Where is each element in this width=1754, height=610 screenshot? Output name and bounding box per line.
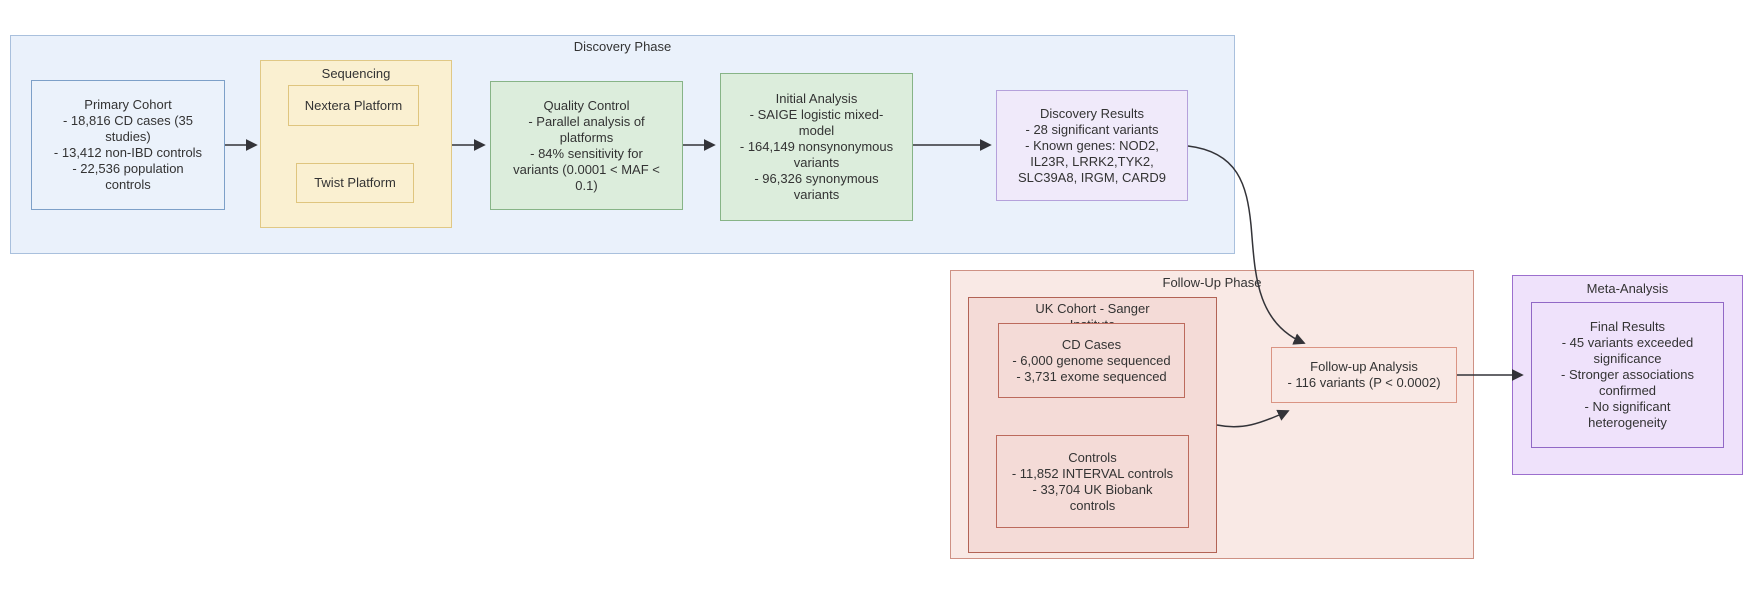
nextera-platform-text: Nextera Platform: [304, 97, 403, 113]
final-results-text: Final Results - 45 variants exceeded sig…: [1561, 319, 1694, 430]
twist-platform-node: Twist Platform: [296, 163, 414, 203]
follow-up-analysis-text: Follow-up Analysis - 116 variants (P < 0…: [1287, 359, 1441, 390]
meta-analysis-title: Meta-Analysis: [1586, 281, 1669, 296]
discovery-results-node: Discovery Results - 28 significant varia…: [996, 90, 1188, 201]
quality-control-text: Quality Control - Parallel analysis of p…: [513, 97, 660, 193]
primary-cohort-node: Primary Cohort - 18,816 CD cases (35 stu…: [31, 80, 225, 210]
controls-text: Controls - 11,852 INTERVAL controls - 33…: [1011, 449, 1174, 513]
controls-node: Controls - 11,852 INTERVAL controls - 33…: [996, 435, 1189, 528]
primary-cohort-text: Primary Cohort - 18,816 CD cases (35 stu…: [53, 97, 203, 192]
follow-up-analysis-node: Follow-up Analysis - 116 variants (P < 0…: [1271, 347, 1457, 403]
cd-cases-text: CD Cases - 6,000 genome sequenced - 3,73…: [1012, 336, 1171, 384]
initial-analysis-node: Initial Analysis - SAIGE logistic mixed-…: [720, 73, 913, 221]
initial-analysis-text: Initial Analysis - SAIGE logistic mixed-…: [739, 91, 894, 202]
nextera-platform-node: Nextera Platform: [288, 85, 419, 126]
final-results-node: Final Results - 45 variants exceeded sig…: [1531, 302, 1724, 448]
sequencing-title: Sequencing: [321, 66, 391, 81]
twist-platform-text: Twist Platform: [314, 175, 396, 190]
quality-control-node: Quality Control - Parallel analysis of p…: [490, 81, 683, 210]
follow-up-phase-title: Follow-Up Phase: [1162, 275, 1262, 290]
discovery-results-text: Discovery Results - 28 significant varia…: [1017, 105, 1167, 185]
discovery-phase-title: Discovery Phase: [573, 39, 672, 54]
cd-cases-node: CD Cases - 6,000 genome sequenced - 3,73…: [998, 323, 1185, 398]
